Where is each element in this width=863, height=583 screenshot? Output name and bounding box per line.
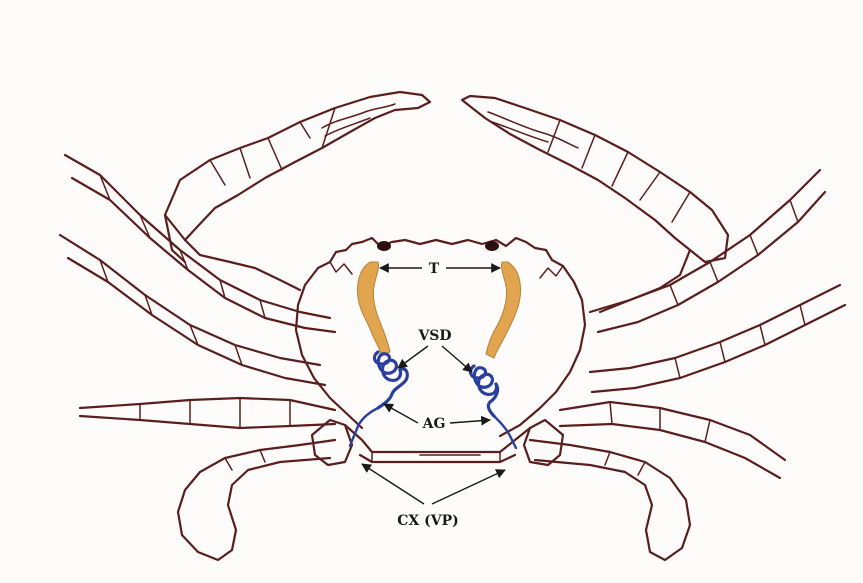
label-cx: CX (VP) <box>362 464 505 529</box>
label-ag: AG <box>384 404 490 432</box>
label-vsd: VSD <box>398 328 472 372</box>
label-ag-text: AG <box>422 416 446 432</box>
left-vas-deferens <box>350 352 407 446</box>
right-walking-legs <box>530 170 845 560</box>
right-testis <box>486 262 521 358</box>
label-cx-text: CX (VP) <box>397 513 459 529</box>
label-t: T <box>380 261 500 277</box>
left-testis <box>358 262 391 356</box>
right-vas-deferens <box>471 366 516 448</box>
left-walking-legs <box>60 155 335 560</box>
right-cheliped <box>462 96 728 312</box>
left-eye-icon <box>377 241 391 251</box>
right-eye-icon <box>485 241 499 251</box>
label-t-text: T <box>429 261 440 277</box>
left-cheliped <box>165 92 430 290</box>
label-vsd-text: VSD <box>417 328 451 344</box>
